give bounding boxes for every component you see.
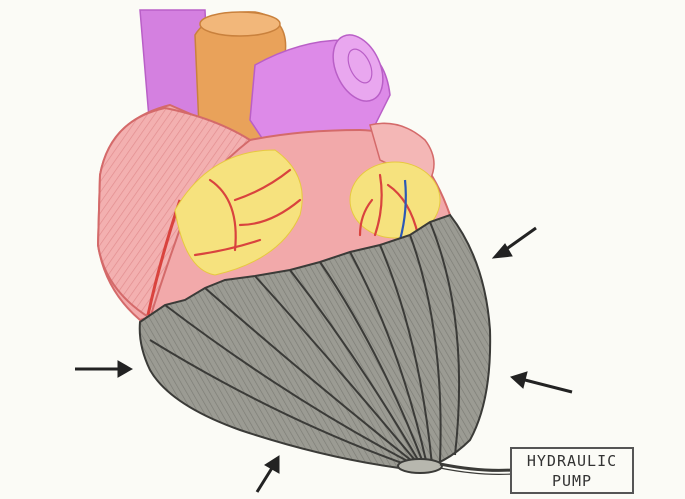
pump-label-line-2: PUMP [512,471,632,491]
arrow-left [75,361,132,377]
pump-label-line-1: HYDRAULIC [512,451,632,471]
arrow-bottom [257,456,279,492]
arrow-right [511,372,572,392]
hydraulic-pump-label: HYDRAULIC PUMP [510,447,634,494]
arrow-upper-right [493,228,536,258]
